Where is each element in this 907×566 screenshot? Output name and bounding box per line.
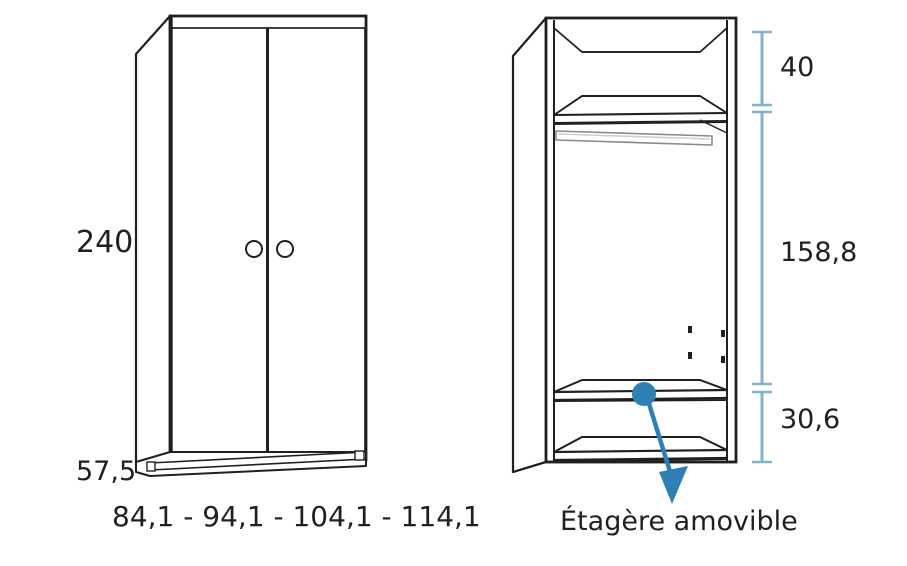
door-knob-right bbox=[276, 240, 294, 258]
plinth-foot-left bbox=[146, 461, 156, 472]
height-dimension-label: 240 bbox=[76, 225, 134, 260]
left-wardrobe-view bbox=[134, 14, 368, 477]
door-knob-left bbox=[245, 240, 263, 258]
left-wardrobe-side-panel bbox=[134, 14, 172, 472]
width-dimension-label: 84,1 - 94,1 - 104,1 - 114,1 bbox=[112, 500, 481, 533]
bottom-panel-right-return bbox=[699, 436, 728, 451]
hanging-compartment-dimension-label: 158,8 bbox=[780, 237, 858, 268]
bottom-compartment-dimension-label: 30,6 bbox=[780, 404, 841, 435]
top-shelf-right-return bbox=[699, 95, 728, 114]
removable-shelf-left-return bbox=[553, 379, 583, 393]
plinth-top-line bbox=[149, 451, 367, 464]
top-compartment-dimension-label: 40 bbox=[780, 52, 815, 83]
removable-shelf-marker bbox=[632, 382, 656, 406]
removable-shelf-callout-label: Étagère amovible bbox=[560, 506, 798, 537]
hanging-rail-highlight bbox=[557, 133, 711, 140]
callout-leader-line bbox=[643, 393, 675, 479]
removable-shelf-right-return bbox=[699, 379, 728, 391]
right-wardrobe-base-line bbox=[512, 460, 736, 474]
bottom-panel-left-return bbox=[553, 436, 583, 453]
plinth-foot-right bbox=[354, 450, 365, 461]
callout-arrowhead bbox=[659, 466, 688, 504]
hanging-rail-support bbox=[699, 119, 728, 134]
bottom-panel-thickness bbox=[553, 456, 728, 462]
fixed-top-shelf-thickness bbox=[553, 119, 728, 125]
shelf-pin-hole-lower-right bbox=[721, 356, 725, 363]
dimension-stack-right bbox=[752, 30, 772, 464]
removable-shelf-callout bbox=[632, 382, 688, 504]
plinth-front-line bbox=[150, 458, 367, 471]
bottom-panel-front-edge bbox=[553, 448, 728, 454]
top-shelf-left-return bbox=[553, 95, 583, 116]
left-wardrobe-plinth bbox=[135, 451, 367, 477]
fixed-top-shelf-front-edge bbox=[553, 111, 728, 117]
right-wardrobe-view bbox=[511, 16, 738, 474]
depth-dimension-label: 57,5 bbox=[76, 456, 137, 487]
right-wardrobe-side-panel bbox=[511, 16, 548, 474]
shelf-pin-hole-upper-left bbox=[688, 326, 692, 333]
shelf-pin-hole-upper-right bbox=[721, 330, 725, 337]
shelf-pin-hole-lower-left bbox=[688, 352, 692, 359]
